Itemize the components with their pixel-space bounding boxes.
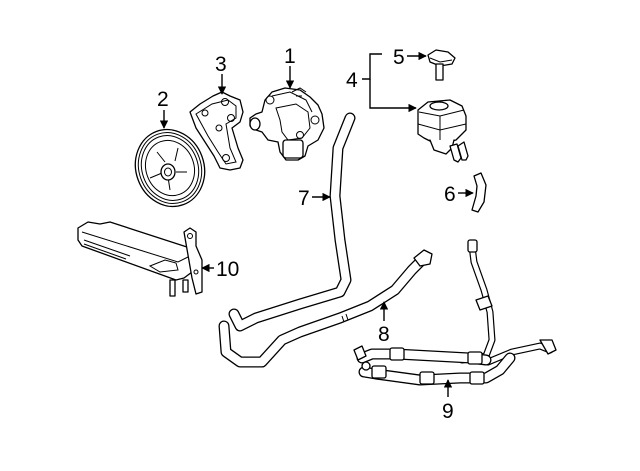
return-hose-upper-part[interactable] [228, 112, 356, 332]
callout-3[interactable]: 3 [215, 53, 227, 76]
callout-6[interactable]: 6 [444, 183, 456, 206]
reservoir-hose-part[interactable] [471, 172, 487, 213]
callout-2[interactable]: 2 [157, 88, 169, 111]
leader-4-bottom [369, 79, 417, 113]
callout-8[interactable]: 8 [378, 323, 390, 346]
power-steering-pump-part[interactable] [249, 87, 325, 161]
callout-9[interactable]: 9 [442, 400, 454, 423]
callout-1[interactable]: 1 [284, 45, 296, 68]
return-hose-lower-part[interactable] [218, 249, 433, 368]
power-steering-cooler-part[interactable] [77, 221, 203, 297]
leader-lines [159, 51, 474, 397]
callout-10[interactable]: 10 [216, 258, 239, 281]
reservoir-part[interactable] [417, 99, 469, 163]
leader-4-top [362, 53, 382, 80]
callout-5[interactable]: 5 [393, 46, 405, 69]
callout-4[interactable]: 4 [346, 69, 358, 92]
reservoir-cap-part[interactable] [427, 49, 456, 81]
pulley-part[interactable] [125, 120, 216, 217]
callout-7[interactable]: 7 [298, 187, 310, 210]
callout-labels: 1 2 3 4 5 6 7 8 9 10 [157, 45, 456, 423]
pressure-hose-assembly-part[interactable] [353, 239, 557, 386]
